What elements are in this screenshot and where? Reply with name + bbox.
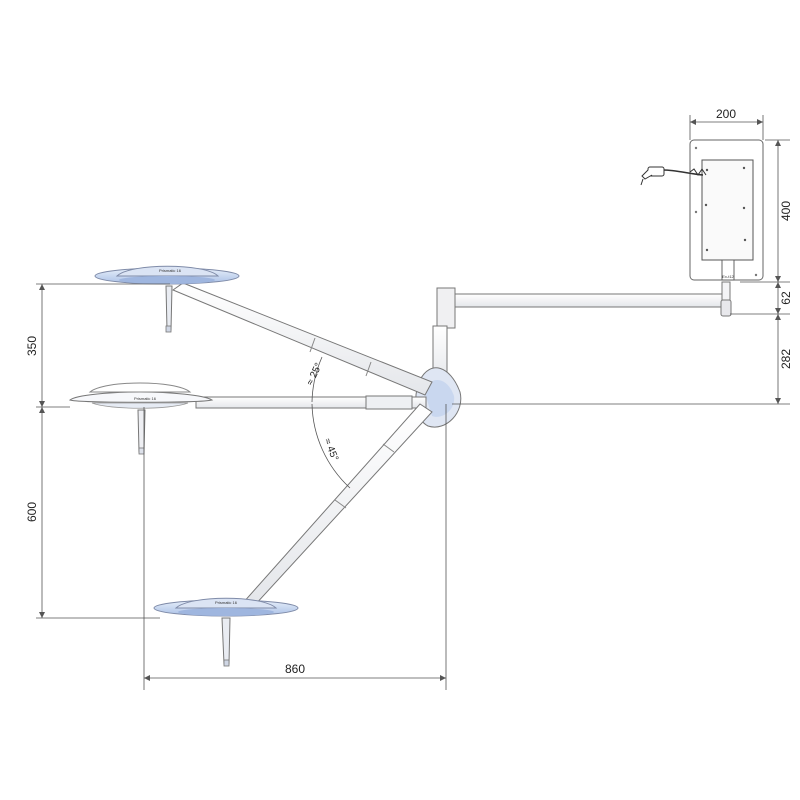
dim-horizontal-reach: 860 (285, 662, 305, 676)
angle-upper-label: ≈ 25° (305, 361, 325, 387)
lamp-label-bottom: Prismatic 16 (215, 600, 238, 605)
dim-plate-height: 400 (779, 201, 793, 221)
dim-lower-reach: 600 (25, 502, 39, 522)
dimension-62: 62 (775, 282, 793, 314)
lower-arm (241, 403, 433, 607)
lamp-label-top: Prismatic 16 (159, 268, 182, 273)
lamp-head-middle: Prismatic 16 (68, 382, 214, 455)
dimension-282: 282 (775, 314, 793, 404)
dimension-860: 860 (144, 662, 446, 681)
dimension-350: 350 (25, 284, 45, 407)
power-plug-icon (640, 166, 707, 186)
wall-plate: Ex-t12 (689, 139, 764, 281)
plate-label: Ex-t12 (722, 274, 734, 279)
horizontal-arm (451, 281, 732, 317)
dimension-400: 400 (775, 140, 793, 282)
dim-plate-width: 200 (716, 107, 736, 121)
dimension-200: 200 (690, 107, 763, 125)
lamp-head-top: Prismatic 16 (94, 265, 240, 333)
middle-arm (195, 395, 427, 410)
dim-upper-reach: 350 (25, 336, 39, 356)
dimension-600: 600 (25, 407, 45, 618)
reference-lines (36, 115, 790, 690)
upper-arm (171, 282, 433, 396)
angle-lower-label: ≈ 45° (321, 437, 340, 463)
dim-arm-drop: 282 (779, 349, 793, 369)
lamp-label-middle: Prismatic 16 (134, 396, 157, 401)
lamp-head-bottom: Prismatic 16 (153, 597, 299, 667)
dim-mount-offset: 62 (779, 291, 793, 305)
angle-arcs: ≈ 25° ≈ 45° (305, 356, 351, 489)
